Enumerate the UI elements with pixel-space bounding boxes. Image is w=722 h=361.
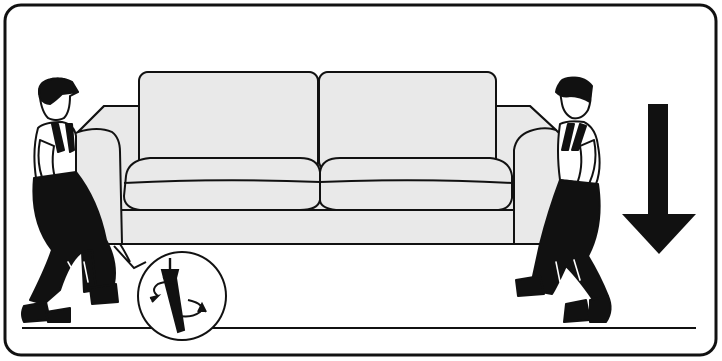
back-cushion-right (319, 72, 496, 170)
seat-cushion-right (320, 158, 512, 210)
sofa-base (118, 210, 520, 244)
seat-cushion-left (124, 158, 320, 210)
sofa (74, 72, 560, 244)
back-cushion-left (139, 72, 318, 170)
